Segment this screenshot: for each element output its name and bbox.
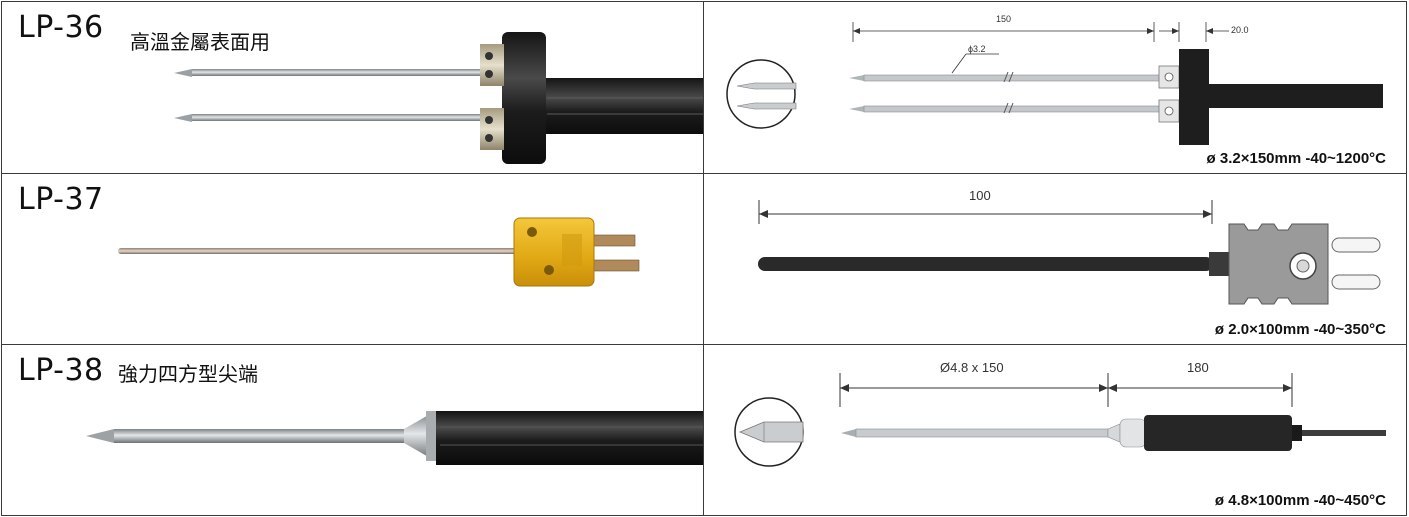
spec-text: ø 2.0×100mm -40~350°C xyxy=(1214,321,1386,338)
lp37-photo-cell: LP-37 xyxy=(1,173,704,345)
drawing-flange xyxy=(1179,49,1209,145)
dim-tail: 20.0 xyxy=(1231,25,1249,35)
lp36-drawing-cell: 150 20.0 ϕ3.2 xyxy=(703,1,1407,174)
model-label: LP-37 xyxy=(18,182,104,217)
model-description: 強力四方型尖端 xyxy=(118,362,258,386)
probe-rod xyxy=(114,429,406,443)
dim-handle: 180 xyxy=(1187,360,1209,375)
terminal-lower xyxy=(480,108,504,150)
probe-rod-upper xyxy=(192,69,492,76)
drawing-rod xyxy=(758,257,1213,271)
drawing-connector xyxy=(1228,223,1329,305)
connector-pin-lower xyxy=(586,259,640,272)
dim-length: 100 xyxy=(969,188,991,203)
ferrule xyxy=(404,413,432,459)
drawing-handle xyxy=(1209,84,1383,108)
lp38-photo-cell: LP-38 強力四方型尖端 xyxy=(1,344,704,516)
lp37-technical-drawing: 100 xyxy=(758,188,1381,305)
drawing-rod xyxy=(855,428,1109,438)
lp36-probe-photo xyxy=(174,32,703,164)
spec-text: ø 4.8×100mm -40~450°C xyxy=(1214,492,1386,509)
drawing-pin-lower xyxy=(1331,274,1381,290)
model-label: LP-36 xyxy=(18,10,104,45)
flange-block xyxy=(502,32,546,164)
dim-probe: Ø4.8 x 150 xyxy=(940,360,1004,375)
model-label: LP-38 xyxy=(18,353,104,388)
drawing-cable xyxy=(1302,430,1386,436)
lp36-technical-drawing: 150 20.0 ϕ3.2 xyxy=(726,14,1383,145)
lp38-technical-drawing: Ø4.8 x 150 180 xyxy=(734,360,1386,467)
drawing-handle xyxy=(1144,415,1292,451)
handle-shaft xyxy=(436,411,703,465)
dim-diameter: ϕ3.2 xyxy=(968,44,986,54)
lp36-photo-cell: LP-36 高溫金屬表面用 xyxy=(1,1,704,174)
lp38-drawing-cell: Ø4.8 x 150 180 ø 4.8×100mm -40~450°C xyxy=(703,344,1407,516)
lp37-probe-photo xyxy=(118,217,640,287)
tip-detail-circle xyxy=(726,59,796,129)
handle-shaft xyxy=(542,78,703,134)
probe-rod xyxy=(118,248,518,254)
probe-rod-lower xyxy=(192,114,492,121)
drawing-pin-upper xyxy=(1331,237,1381,253)
spec-text: ø 3.2×150mm -40~1200°C xyxy=(1206,150,1386,167)
lp38-probe-photo xyxy=(86,411,703,465)
dim-length: 150 xyxy=(996,14,1011,24)
lp37-drawing-cell: 100 ø 2.0×100mm -40~350°C xyxy=(703,173,1407,345)
terminal-upper xyxy=(480,44,504,86)
model-description: 高溫金屬表面用 xyxy=(130,30,270,54)
